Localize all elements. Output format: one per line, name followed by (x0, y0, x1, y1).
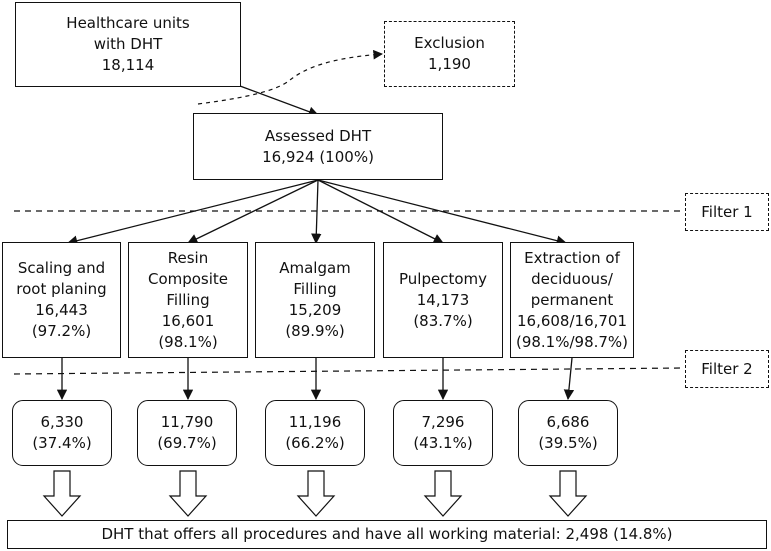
result-count: 11,196 (288, 413, 342, 431)
procedure-count: 16,443 (35, 301, 88, 319)
procedure-text: Composite (147, 269, 229, 288)
arrow-to-exclusion (197, 49, 383, 105)
procedure-text: Extraction of (524, 248, 620, 267)
procedure-pct: (98.1%/98.7%) (515, 332, 629, 351)
procedure-box-pulpectomy: Pulpectomy 14,173 (83.7%) (383, 242, 503, 358)
procedure-text: Pulpectomy (398, 269, 487, 288)
result-pct: (39.5%) (538, 434, 598, 452)
filter1-label: Filter 1 (685, 193, 769, 231)
procedure-box-resin: Resin Composite Filling 16,601 (98.1%) (128, 242, 248, 358)
assessed-count: 16,924 (100%) (262, 147, 374, 166)
procedure-box-extraction: Extraction of deciduous/ permanent 16,60… (510, 242, 634, 358)
exclusion-count: 1,190 (428, 55, 471, 73)
result-count: 7,296 (421, 413, 465, 431)
healthcare-label-2: with DHT (93, 35, 163, 53)
procedure-text: deciduous/ (531, 269, 613, 288)
procedure-text: Amalgam (279, 259, 351, 277)
result-box-scaling: 6,330 (37.4%) (12, 400, 112, 466)
final-result-text: DHT that offers all procedures and have … (101, 525, 673, 543)
healthcare-count: 18,114 (101, 56, 155, 74)
exclusion-box: Exclusion 1,190 (384, 21, 515, 87)
healthcare-label-1: Healthcare units (66, 14, 190, 32)
result-pct: (37.4%) (32, 434, 92, 452)
result-box-resin: 11,790 (69.7%) (137, 400, 237, 466)
result-pct: (66.2%) (285, 434, 345, 452)
result-box-pulpectomy: 7,296 (43.1%) (393, 400, 493, 466)
procedure-count: 16,601 (161, 311, 215, 330)
procedure-text: Filling (166, 290, 210, 309)
block-arrow-4 (423, 470, 463, 517)
assessed-dht-box: Assessed DHT 16,924 (100%) (193, 113, 443, 180)
result-count: 6,330 (40, 413, 84, 431)
procedure-box-scaling: Scaling and root planing 16,443 (97.2%) (2, 242, 121, 358)
procedure-text: Filling (293, 280, 337, 298)
arrow-assessed-to-extraction (317, 179, 568, 246)
final-result-box: DHT that offers all procedures and have … (7, 520, 767, 549)
procedure-text: Resin (167, 248, 209, 267)
procedure-pct: (89.9%) (285, 322, 345, 340)
procedure-count: 15,209 (288, 301, 342, 319)
result-box-extraction: 6,686 (39.5%) (518, 400, 618, 466)
procedure-text: permanent (530, 290, 614, 309)
block-arrow-2 (168, 470, 208, 517)
procedure-count: 16,608/16,701 (516, 311, 628, 330)
procedure-count: 14,173 (416, 290, 470, 309)
block-arrow-1 (42, 470, 82, 517)
arrow-extraction-to-result (563, 357, 575, 401)
procedure-pct: (97.2%) (31, 322, 92, 340)
assessed-label: Assessed DHT (264, 126, 372, 145)
result-box-amalgam: 11,196 (66.2%) (265, 400, 365, 466)
arrow-healthcare-to-assessed (239, 85, 319, 117)
procedure-text: Scaling and (17, 259, 106, 277)
procedure-text: root planing (16, 280, 107, 298)
procedure-pct: (98.1%) (158, 332, 218, 351)
procedure-box-amalgam: Amalgam Filling 15,209 (89.9%) (255, 242, 375, 358)
block-arrow-3 (296, 470, 336, 517)
exclusion-label: Exclusion (414, 34, 485, 52)
result-pct: (69.7%) (157, 434, 217, 452)
healthcare-units-box: Healthcare units with DHT 18,114 (15, 2, 241, 87)
procedure-pct: (83.7%) (413, 311, 473, 330)
result-pct: (43.1%) (413, 434, 473, 452)
arrow-assessed-to-resin (187, 179, 319, 244)
result-count: 11,790 (160, 413, 214, 431)
block-arrow-5 (548, 470, 588, 517)
filter2-line (13, 367, 685, 375)
filter2-label: Filter 2 (685, 350, 769, 388)
result-count: 6,686 (546, 413, 590, 431)
